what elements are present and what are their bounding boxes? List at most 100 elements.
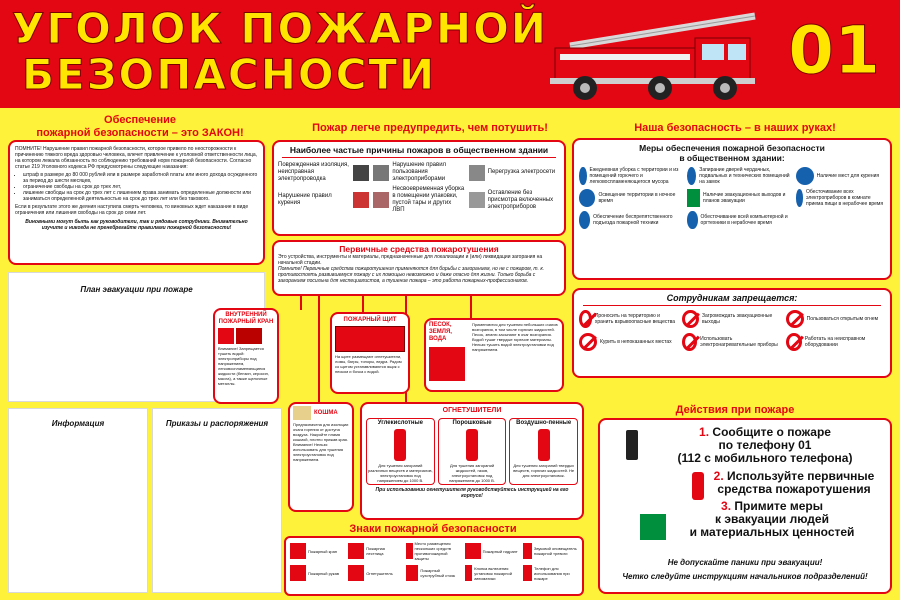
- connector: [470, 296, 472, 318]
- action-step-3: 3. Примите меры к эвакуации людей и мате…: [689, 499, 855, 539]
- cleaning-icon: [579, 167, 587, 185]
- connector: [362, 296, 364, 314]
- step-1-number: 1.: [699, 425, 710, 439]
- action-step-1: 1. Сообщите о пожаре по телефону 01 (112…: [677, 425, 853, 465]
- measures-title: Меры обеспечения пожарной безопасности в…: [639, 143, 825, 163]
- heading-law: Обеспечение пожарной безопасности – это …: [36, 114, 244, 139]
- hose-sign-icon: [290, 565, 306, 581]
- action-step-2: 2. Используйте первичные средства пожаро…: [713, 469, 875, 496]
- ladder-sign-icon: [348, 543, 365, 559]
- causes-box: Наиболее частые причины пожаров в общест…: [272, 140, 566, 236]
- primary-means-box: Первичные средства пожаротушения Это уст…: [272, 240, 566, 296]
- emergency-number: 01: [788, 12, 881, 90]
- law-death: Если в результате этого же деяния наступ…: [15, 204, 249, 216]
- actions-note-2: Четко следуйте инструкциям начальников п…: [622, 572, 868, 581]
- prohibited-item: Загромождать эвакуационные выходы: [682, 310, 781, 328]
- no-faulty-equipment-icon: [785, 333, 802, 351]
- cause-item: Оставление без присмотра включенных элек…: [468, 186, 560, 214]
- measure-item: Обесточивание всей компьютерной и оргтех…: [687, 211, 791, 229]
- measure-item: Наличие эвакуационных выходов и планов э…: [687, 189, 791, 207]
- sand-text: Применяются для тушения небольших очагов…: [472, 322, 558, 352]
- button-sign-icon: [464, 565, 473, 581]
- extinguishers-title: ОГНЕТУШИТЕЛИ: [442, 407, 502, 414]
- step-2-number: 2.: [713, 469, 724, 483]
- trash-icon: [373, 192, 390, 208]
- sign-item: Кнопка включения установок пожарной авто…: [464, 565, 520, 581]
- fire-shield-icon: [335, 326, 405, 352]
- primary-means-text2: Помните! Первичные средства пожаротушени…: [278, 266, 545, 284]
- page-title-line2: БЕЗОПАСНОСТИ: [21, 50, 437, 100]
- sign-item: Пожарный сухотрубный стояк: [406, 565, 461, 581]
- fire-hydrant-title: ВНУТРЕННИЙ ПОЖАРНЫЙ КРАН: [218, 312, 274, 325]
- measure-item: Освещение территории в ночное время: [579, 189, 683, 207]
- no-explosives-icon: [579, 310, 592, 328]
- measure-item: Ежедневная уборка с территории и из поме…: [579, 167, 683, 185]
- connector: [300, 296, 302, 310]
- no-blocking-icon: [682, 310, 699, 328]
- extinguisher-icon: [692, 472, 704, 500]
- heading-hands: Наша безопасность – в наших руках!: [634, 122, 836, 134]
- cause-item: Нарушение правил курения: [278, 186, 370, 214]
- extinguisher-sign-icon: [348, 565, 365, 581]
- fire-blanket-title: КОШМА: [314, 410, 338, 416]
- cigarette-icon: [353, 192, 370, 208]
- sign-item: Звуковой оповещатель пожарной тревоги: [522, 541, 578, 561]
- evacuation-plan-label: План эвакуации при пожаре: [80, 285, 193, 294]
- sign-item: Пожарная лестница: [348, 541, 403, 561]
- measure-item: Обеспечение беспрепятственного подъезда …: [579, 211, 683, 229]
- prohibited-item: Использовать электронагревательные прибо…: [682, 333, 781, 351]
- extinguisher-type-powder: Порошковые Для тушения загораний жидкост…: [437, 418, 507, 485]
- fire-hydrant-text: Внимание! Запрещается тушить водой: элек…: [218, 346, 269, 386]
- extinguisher-type-foam: Воздушно-пенные Для тушения загораний тв…: [509, 418, 579, 485]
- fire-shield-title: ПОЖАРНЫЙ ЩИТ: [343, 317, 397, 323]
- no-open-fire-icon: [785, 310, 804, 328]
- prohibited-item: Проносить на территорию и хранить взрыво…: [579, 310, 678, 328]
- law-intro: ПОМНИТЕ! Нарушение правил пожарной безоп…: [15, 146, 258, 170]
- blanket-icon: [293, 406, 311, 420]
- cause-item: Несвоевременная уборка в помещении упако…: [373, 186, 464, 214]
- fire-hydrant-sign-icon: [290, 543, 306, 559]
- lamp-icon: [579, 189, 596, 207]
- sign-item: Пожарный рукав: [290, 565, 345, 581]
- sand-bin-icon: [429, 347, 465, 381]
- hydrant-sign-icon: [218, 328, 234, 344]
- signs-box: Пожарный кран Пожарная лестница Место ра…: [284, 536, 584, 596]
- measure-item: Наличие мест для курения: [795, 167, 885, 185]
- sign-item: Пожарный кран: [290, 541, 345, 561]
- info-label: Информация: [51, 419, 105, 428]
- page-title-line1: УГОЛОК ПОЖАРНОЙ: [12, 4, 548, 54]
- no-heaters-icon: [682, 333, 698, 351]
- heading-prevent: Пожар легче предупредить, чем потушить!: [312, 122, 548, 134]
- wire-icon: [353, 164, 370, 181]
- extinguisher-icon: [537, 429, 550, 461]
- iron-icon: [373, 164, 390, 181]
- sign-item: Телефон для использования при пожаре: [522, 565, 578, 581]
- fire-truck-icon: [579, 211, 591, 229]
- phone-icon: [626, 430, 638, 460]
- law-item: лишение свободы на срок до трех лет с ли…: [23, 190, 258, 202]
- prohibited-item: Работать на неисправном оборудовании: [785, 333, 885, 351]
- prohibited-title: Сотрудникам запрещается:: [666, 293, 798, 303]
- exit-icon: [687, 189, 700, 207]
- sand-box: ПЕСОК, ЗЕМЛЯ, ВОДА Применяются для тушен…: [424, 318, 564, 392]
- sign-item: Огнетушитель: [348, 565, 403, 581]
- computer-icon: [687, 211, 698, 229]
- extinguisher-type-co2: Углекислотные Для тушения загораний разл…: [366, 418, 435, 485]
- fire-shield-box: ПОЖАРНЫЙ ЩИТ На щите размещают огнетушит…: [330, 312, 410, 394]
- law-note: Виновными могут быть как руководители, т…: [25, 219, 248, 231]
- fire-hydrant-box: ВНУТРЕННИЙ ПОЖАРНЫЙ КРАН Внимание! Запре…: [213, 308, 279, 404]
- alarm-sign-icon: [522, 543, 532, 559]
- hose-cabinet-icon: [236, 328, 262, 344]
- measure-item: Запирание дверей чердачных, подвальных и…: [687, 167, 791, 185]
- extinguishers-box: ОГНЕТУШИТЕЛИ Углекислотные Для тушения з…: [360, 402, 584, 520]
- orders-label: Приказы и распоряжения: [165, 419, 269, 428]
- fire-blanket-text: Предназначена для изоляции очага горения…: [293, 422, 349, 462]
- primary-means-text: Это устройства, инструменты и материалы,…: [278, 254, 543, 266]
- smoking-area-icon: [795, 167, 814, 185]
- equipment-sign-icon: [406, 543, 413, 559]
- sign-item: Пожарный гидрант: [464, 541, 520, 561]
- extinguishers-footer: При использовании огнетушителя руководст…: [375, 487, 569, 499]
- kettle-icon: [795, 189, 803, 207]
- cause-item: Нарушение правил пользования электроприб…: [373, 162, 464, 183]
